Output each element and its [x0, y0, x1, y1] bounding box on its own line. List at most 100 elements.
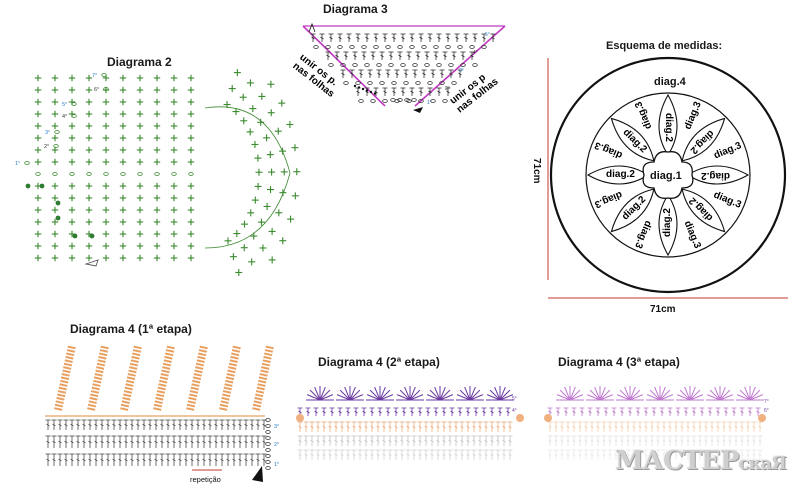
chain-column-stroke	[120, 345, 142, 411]
shell-stitch	[689, 386, 696, 401]
double-crochet-symbol	[171, 419, 177, 430]
shell-stitch	[469, 386, 476, 401]
double-crochet-symbol	[315, 421, 321, 432]
single-crochet-symbol	[85, 74, 93, 82]
double-crochet-symbol	[343, 51, 349, 60]
row-label: 1°	[427, 100, 432, 106]
double-crochet-symbol	[355, 87, 361, 96]
single-crochet-symbol	[279, 189, 287, 197]
single-crochet-symbol	[153, 182, 161, 190]
chain-symbol	[451, 81, 457, 85]
double-crochet-symbol	[382, 87, 388, 96]
chain-symbol	[103, 87, 109, 91]
double-crochet-symbol	[183, 453, 189, 466]
single-crochet-symbol	[119, 98, 127, 106]
double-crochet-symbol	[403, 69, 409, 78]
double-crochet-symbol	[405, 421, 411, 432]
diagram4b-chart: 5°4°	[296, 386, 524, 460]
single-crochet-symbol	[119, 194, 127, 202]
double-crochet-symbol	[141, 453, 147, 466]
chain-symbol	[53, 144, 59, 148]
double-crochet-symbol	[81, 453, 87, 466]
double-crochet-symbol	[739, 407, 745, 416]
single-crochet-symbol	[102, 98, 110, 106]
slip-stitch-dot	[72, 233, 78, 239]
double-crochet-symbol	[547, 421, 553, 432]
double-crochet-symbol	[345, 421, 351, 432]
double-crochet-symbol	[411, 421, 417, 432]
double-crochet-symbol	[315, 435, 321, 446]
repeat-label: repetição	[190, 475, 221, 484]
double-crochet-symbol	[453, 421, 459, 432]
slip-stitch-dot	[353, 84, 357, 88]
double-crochet-symbol	[661, 435, 667, 446]
single-crochet-symbol	[291, 192, 299, 200]
shell-stitch	[499, 394, 514, 401]
shell-stitch	[439, 394, 454, 401]
shell-stitch	[409, 394, 424, 401]
double-crochet-symbol	[667, 421, 673, 432]
double-crochet-symbol	[361, 51, 367, 60]
single-crochet-symbol	[268, 227, 276, 235]
double-crochet-symbol	[105, 419, 111, 430]
shell-stitch	[306, 394, 321, 401]
double-crochet-symbol	[399, 449, 405, 460]
double-crochet-symbol	[177, 453, 183, 466]
double-crochet-symbol	[435, 421, 441, 432]
row-label: 3°	[274, 424, 279, 430]
single-crochet-symbol	[267, 109, 275, 117]
chain-symbol	[265, 454, 271, 458]
shell-stitch	[339, 389, 351, 401]
double-crochet-symbol	[135, 453, 141, 466]
double-crochet-symbol	[231, 435, 237, 448]
double-crochet-symbol	[637, 435, 643, 446]
shell-stitch	[439, 389, 451, 401]
double-crochet-symbol	[81, 419, 87, 430]
single-crochet-symbol	[102, 218, 110, 226]
double-crochet-symbol	[297, 435, 303, 446]
chain-symbol	[430, 99, 436, 103]
double-crochet-symbol	[319, 33, 325, 42]
single-crochet-symbol	[119, 122, 127, 130]
double-crochet-symbol	[501, 435, 507, 446]
single-crochet-symbol	[153, 134, 161, 142]
shell-stitch	[749, 389, 761, 401]
double-crochet-symbol	[321, 449, 327, 460]
chain-symbol	[367, 81, 373, 85]
single-crochet-symbol	[267, 80, 275, 88]
double-crochet-symbol	[583, 421, 589, 432]
single-crochet-symbol	[68, 182, 76, 190]
shell-stitch	[309, 389, 321, 401]
chain-symbol	[101, 73, 107, 77]
chain-column	[87, 345, 109, 411]
single-crochet-symbol	[170, 206, 178, 214]
single-crochet-symbol	[119, 242, 127, 250]
diag2-label: diag.2	[606, 169, 635, 180]
single-crochet-symbol	[266, 151, 274, 159]
double-crochet-symbol	[583, 449, 589, 460]
double-crochet-symbol	[451, 51, 457, 60]
single-crochet-symbol	[170, 218, 178, 226]
double-crochet-symbol	[153, 419, 159, 430]
chain-symbol	[343, 81, 349, 85]
shell-stitch	[469, 394, 484, 401]
chain-symbol	[376, 63, 382, 67]
double-crochet-symbol	[751, 421, 757, 432]
double-crochet-symbol	[141, 419, 147, 430]
double-crochet-symbol	[709, 435, 715, 446]
chain-symbol	[415, 81, 421, 85]
single-crochet-symbol	[102, 134, 110, 142]
double-crochet-symbol	[417, 407, 423, 416]
diag1-label: diag.1	[650, 170, 682, 182]
double-crochet-symbol	[655, 449, 661, 460]
chain-symbol	[265, 430, 271, 434]
single-crochet-symbol	[136, 98, 144, 106]
double-crochet-symbol	[81, 435, 87, 448]
single-crochet-symbol	[287, 215, 295, 223]
double-crochet-symbol	[329, 407, 335, 416]
double-crochet-symbol	[507, 435, 513, 446]
start-arrow	[84, 259, 99, 267]
double-crochet-symbol	[243, 419, 249, 430]
double-crochet-symbol	[459, 435, 465, 446]
double-crochet-symbol	[727, 435, 733, 446]
